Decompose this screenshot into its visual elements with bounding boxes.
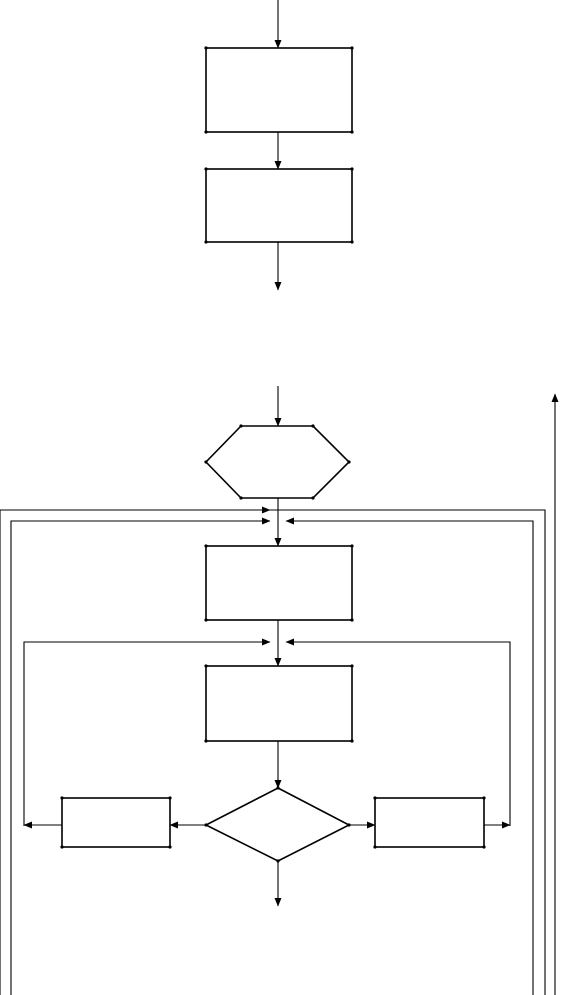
left-branch-process-box-corners	[60, 796, 172, 849]
inner-loop-return-right	[285, 638, 511, 826]
right-branch-process-box-corners	[373, 796, 486, 849]
loop-preparation-hexagon-vertices	[204, 424, 351, 500]
inner-loop-process-box	[205, 665, 353, 742]
top-process-box-2	[205, 168, 353, 243]
inner-loop-process-box-corners	[204, 664, 354, 743]
outer-loop-frame-outer-right	[286, 509, 546, 995]
decision-diamond	[204, 787, 351, 862]
outer-loop-frame-inner-right	[285, 517, 534, 995]
top-process-box-2-corners	[204, 167, 354, 244]
loop-preparation-hexagon	[204, 425, 351, 499]
outer-loop-process-box	[205, 545, 353, 621]
outer-loop-process-box-corners	[204, 544, 354, 622]
outer-loop-frame-outer	[0, 506, 271, 995]
outer-loop-frame-inner	[10, 517, 271, 995]
top-process-box-1	[205, 47, 353, 133]
top-process-box-1-corners	[204, 46, 354, 134]
right-branch-process-box	[374, 797, 485, 848]
left-branch-process-box	[61, 797, 171, 848]
inner-loop-return-left	[23, 638, 271, 826]
